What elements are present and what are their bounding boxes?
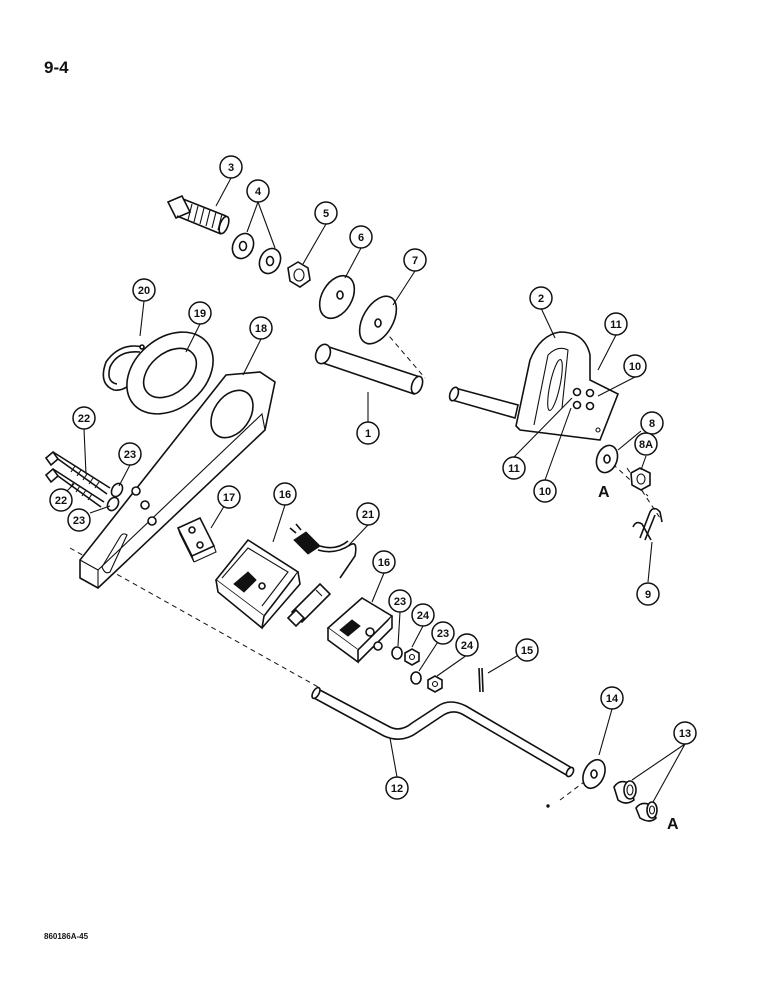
catalog-code: 860186A-45: [44, 932, 89, 941]
part-8-washer: [595, 444, 619, 474]
section-ref-a-right: A: [667, 816, 679, 833]
svg-text:23: 23: [394, 596, 406, 608]
part-23-24-hardware-lower: [391, 646, 443, 693]
svg-text:22: 22: [55, 495, 67, 507]
callout-1: 1: [356, 421, 380, 445]
svg-text:20: 20: [138, 285, 150, 297]
part-16-bracket-lower: [326, 597, 394, 664]
callout-11-lower: 11: [502, 456, 526, 480]
callout-22-lower: 22: [49, 488, 73, 512]
part-6-washer: [318, 274, 356, 320]
callout-18: 18: [249, 316, 273, 340]
svg-text:6: 6: [358, 232, 364, 244]
svg-text:23: 23: [124, 449, 136, 461]
svg-text:23: 23: [437, 628, 449, 640]
svg-text:12: 12: [391, 783, 403, 795]
svg-text:17: 17: [223, 492, 235, 504]
svg-text:8: 8: [649, 418, 655, 430]
callout-8: 8: [640, 411, 664, 435]
leader-lines: [65, 177, 686, 803]
part-21-switch: [286, 523, 357, 628]
callout-17: 17: [217, 485, 241, 509]
part-18-plate: [79, 371, 276, 589]
svg-text:5: 5: [323, 208, 329, 220]
part-4-washers: [231, 232, 282, 275]
svg-text:3: 3: [228, 162, 234, 174]
callout-3: 3: [219, 155, 243, 179]
callout-10-upper: 10: [623, 354, 647, 378]
callout-19: 19: [188, 301, 212, 325]
svg-text:24: 24: [417, 610, 430, 622]
svg-text:19: 19: [194, 308, 206, 320]
callout-7: 7: [403, 248, 427, 272]
part-7-washer: [358, 295, 398, 345]
svg-text:11: 11: [610, 319, 622, 331]
svg-text:16: 16: [378, 557, 390, 569]
callout-24-b: 24: [455, 633, 479, 657]
callout-22-upper: 22: [72, 406, 96, 430]
callout-6: 6: [349, 225, 373, 249]
svg-text:14: 14: [606, 693, 619, 705]
callout-24-a: 24: [411, 603, 435, 627]
svg-text:9: 9: [645, 589, 651, 601]
part-15-roll-pin: [478, 667, 484, 693]
part-14-washer: [582, 758, 606, 790]
part-5-nut: [287, 261, 311, 288]
callout-23-a: 23: [118, 442, 142, 466]
callout-8a: 8A: [634, 432, 658, 456]
callout-12: 12: [385, 776, 409, 800]
callout-11-upper: 11: [604, 312, 628, 336]
callout-23-b: 23: [67, 508, 91, 532]
part-8a-nut: [630, 467, 651, 491]
part-16-bracket-upper: [214, 538, 301, 630]
callout-10-lower: 10: [533, 479, 557, 503]
callout-2: 2: [529, 286, 553, 310]
svg-text:8A: 8A: [639, 439, 653, 451]
part-13-bushings: [613, 780, 658, 822]
svg-text:2: 2: [538, 293, 544, 305]
svg-text:10: 10: [629, 361, 641, 373]
part-23-lockwashers-upper: [106, 482, 124, 512]
svg-text:24: 24: [461, 640, 474, 652]
svg-text:1: 1: [365, 428, 371, 440]
callout-23-c: 23: [388, 589, 412, 613]
page-number: 9-4: [44, 58, 69, 77]
callout-20: 20: [132, 278, 156, 302]
svg-text:7: 7: [412, 255, 418, 267]
callout-23-d: 23: [431, 621, 455, 645]
part-1-pin: [314, 343, 424, 396]
callout-16-lower: 16: [372, 550, 396, 574]
svg-text:21: 21: [362, 509, 374, 521]
part-19-ring: [126, 331, 214, 415]
svg-text:22: 22: [78, 413, 90, 425]
svg-text:10: 10: [539, 486, 551, 498]
svg-text:13: 13: [679, 728, 691, 740]
part-12-rod: [311, 686, 575, 778]
svg-text:11: 11: [508, 463, 520, 475]
svg-text:18: 18: [255, 323, 267, 335]
callout-5: 5: [314, 201, 338, 225]
callout-16-upper: 16: [273, 482, 297, 506]
callout-21: 21: [356, 502, 380, 526]
callout-13: 13: [673, 721, 697, 745]
part-9-clip: [632, 507, 663, 541]
callout-15: 15: [515, 638, 539, 662]
svg-text:23: 23: [73, 515, 85, 527]
svg-text:16: 16: [279, 489, 291, 501]
callout-14: 14: [600, 686, 624, 710]
part-17-block: [176, 516, 217, 563]
callout-9: 9: [636, 582, 660, 606]
part-22-bolts: [44, 450, 111, 508]
section-ref-a-left: A: [598, 484, 610, 501]
svg-text:4: 4: [255, 186, 262, 198]
part-2-arm: [448, 331, 620, 441]
callout-4: 4: [246, 179, 270, 203]
part-3-bolt: [166, 194, 230, 235]
svg-text:15: 15: [521, 645, 533, 657]
